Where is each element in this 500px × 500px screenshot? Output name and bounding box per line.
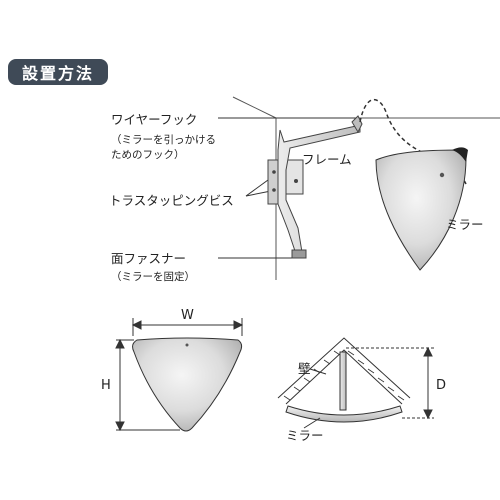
label-fastener-note: （ミラーを固定）: [111, 270, 195, 283]
label-fastener: 面ファスナー: [111, 251, 186, 266]
section-title-badge: 設置方法: [8, 59, 108, 85]
mirror-top: [375, 147, 468, 271]
label-wall: 壁: [298, 361, 311, 376]
dim-label-depth: D: [436, 378, 446, 393]
height-dimension: [115, 338, 180, 432]
corner-leaders: [303, 368, 327, 429]
wall-corner: [277, 337, 411, 423]
mirror-front-dimensioned: [132, 337, 243, 432]
label-wire-hook-note-2: ためのフック）: [111, 149, 185, 161]
label-wire-hook: ワイヤーフック: [111, 112, 197, 127]
width-dimension: [131, 318, 244, 336]
label-mirror-top: ミラー: [446, 217, 484, 232]
dim-label-height: H: [101, 378, 111, 393]
dim-label-width: W: [181, 308, 194, 323]
depth-dimension: [346, 346, 434, 420]
section-title: 設置方法: [21, 64, 94, 83]
label-truss-screw: トラスタッピングビス: [109, 193, 234, 208]
frame: [277, 115, 363, 259]
label-frame: フレーム: [302, 152, 352, 167]
label-wire-hook-note-1: （ミラーを引っかける: [111, 133, 216, 146]
label-mirror-bottom: ミラー: [286, 428, 324, 443]
